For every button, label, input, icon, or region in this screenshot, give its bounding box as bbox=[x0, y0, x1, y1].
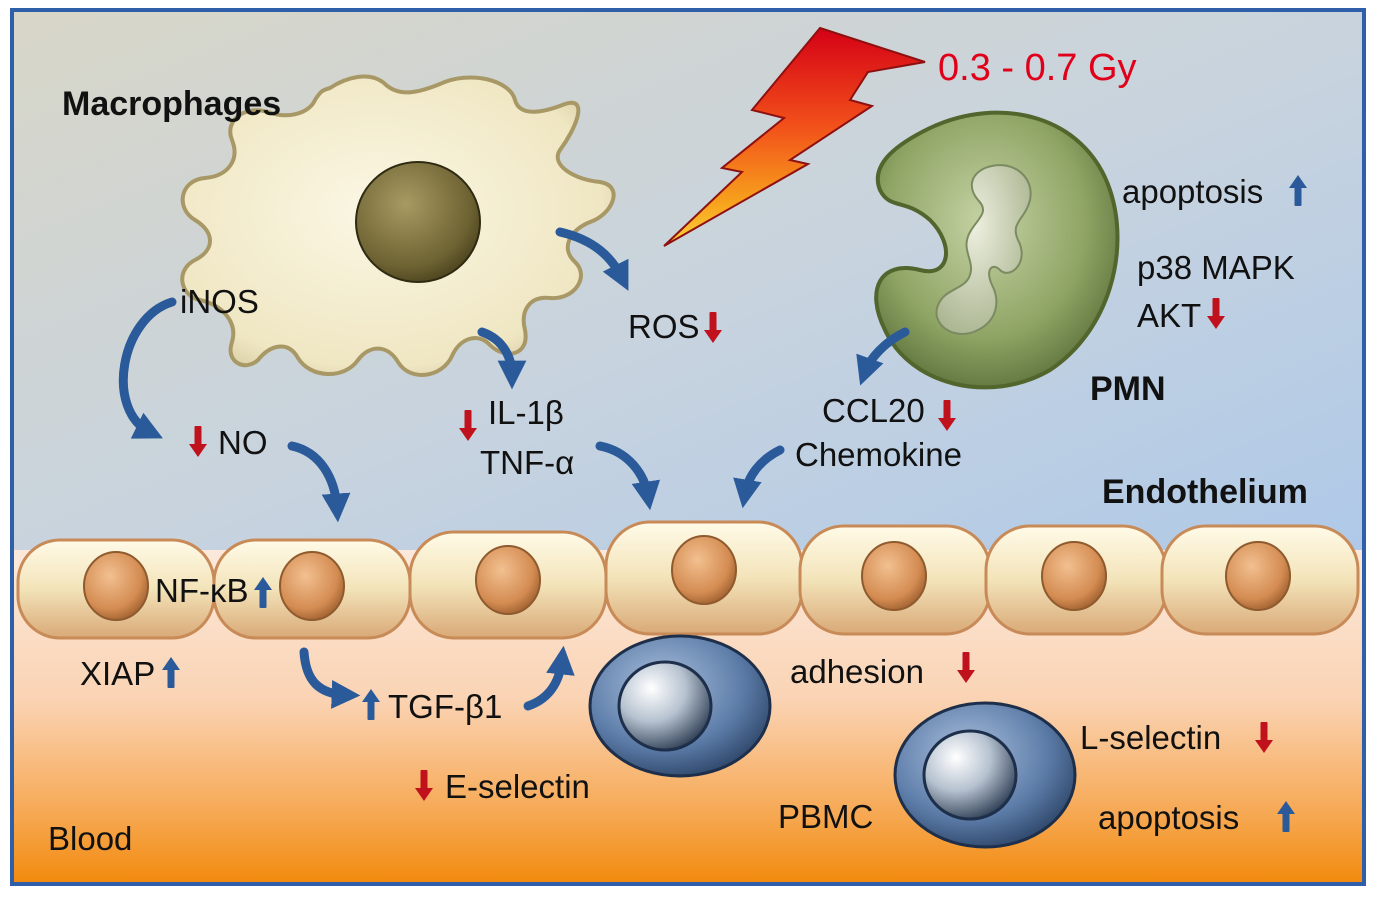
radiation-bolt-icon bbox=[663, 26, 926, 247]
arrow-endothelium-to-tgfb1 bbox=[299, 647, 361, 709]
endothelium-label: Endothelium bbox=[1102, 473, 1308, 511]
adhesion-label: adhesion bbox=[790, 653, 924, 690]
il1b-label: IL-1β bbox=[488, 394, 564, 431]
arrow-no-to-endothelium bbox=[287, 441, 351, 523]
pathway-arrows bbox=[118, 227, 910, 711]
endothelial-nucleus bbox=[1041, 541, 1107, 611]
tnfa-label: TNF-α bbox=[480, 444, 574, 481]
xiap-label: XIAP bbox=[80, 655, 155, 692]
endothelial-nucleus bbox=[861, 541, 927, 611]
endothelial-nucleus bbox=[279, 551, 345, 621]
endothelial-nucleus bbox=[475, 545, 541, 615]
macrophages-label: Macrophages bbox=[62, 85, 281, 123]
e-selectin-label: E-selectin bbox=[445, 768, 590, 805]
arrow-macrophage-to-ros bbox=[555, 227, 629, 291]
diagram-frame bbox=[10, 8, 1366, 886]
radiation-dose-label: 0.3 - 0.7 Gy bbox=[938, 47, 1137, 89]
l-selectin-label: L-selectin bbox=[1080, 719, 1221, 756]
arrow-chemokine-to-endothelium bbox=[733, 445, 785, 509]
arrow-tgfb1-to-endothelium bbox=[523, 645, 575, 711]
endothelial-nucleus bbox=[83, 551, 149, 621]
arrow-tnfa-to-endothelium bbox=[595, 441, 661, 511]
pbmc-cell-1 bbox=[588, 634, 772, 778]
pmn-apoptosis-label: apoptosis bbox=[1122, 173, 1263, 210]
endothelial-nucleus bbox=[671, 535, 737, 605]
pbmc-apoptosis-label: apoptosis bbox=[1098, 799, 1239, 836]
arrow-macrophage-to-il1b bbox=[477, 327, 527, 390]
endothelium-layer bbox=[16, 520, 1360, 640]
ccl20-label: CCL20 bbox=[822, 392, 925, 429]
no-label: NO bbox=[218, 424, 268, 461]
nfkb-label: NF-κB bbox=[155, 572, 249, 609]
pmn-cell bbox=[874, 110, 1120, 390]
blood-label: Blood bbox=[48, 820, 132, 857]
p38-mapk-label: p38 MAPK bbox=[1137, 249, 1295, 286]
tgfb1-label: TGF-β1 bbox=[388, 688, 502, 725]
ros-label: ROS bbox=[628, 308, 700, 345]
arrow-pmn-to-ccl20 bbox=[856, 327, 910, 386]
pbmc-cell-2 bbox=[893, 701, 1077, 849]
arrow-inos-to-no bbox=[118, 297, 177, 439]
macrophage-cell bbox=[180, 74, 616, 377]
pbmc-label: PBMC bbox=[778, 798, 873, 835]
inos-label: iNOS bbox=[180, 283, 259, 320]
akt-label: AKT bbox=[1137, 297, 1201, 334]
pmn-label: PMN bbox=[1090, 370, 1166, 408]
endothelial-nucleus bbox=[1225, 541, 1291, 611]
chemokine-label: Chemokine bbox=[795, 436, 962, 473]
